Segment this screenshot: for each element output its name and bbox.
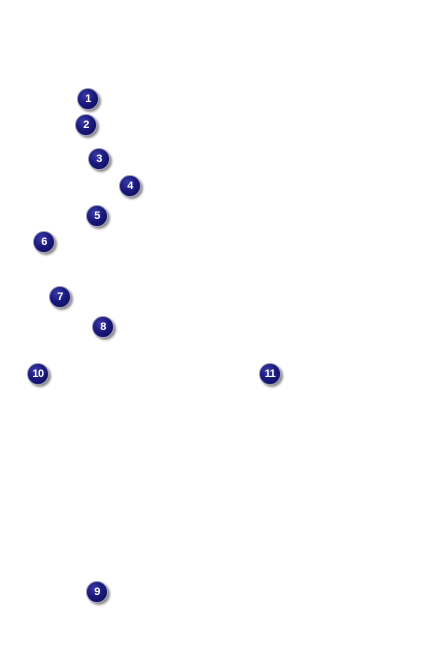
callout-marker-6: 6 — [33, 231, 55, 253]
callout-marker-2: 2 — [75, 114, 97, 136]
callout-marker-5: 5 — [86, 205, 108, 227]
callout-marker-8: 8 — [92, 316, 114, 338]
callout-marker-9: 9 — [86, 581, 108, 603]
callout-marker-10: 10 — [27, 363, 49, 385]
callout-marker-11: 11 — [259, 363, 281, 385]
callout-marker-7: 7 — [49, 286, 71, 308]
callout-marker-3: 3 — [88, 148, 110, 170]
callout-marker-1: 1 — [77, 88, 99, 110]
callout-marker-4: 4 — [119, 175, 141, 197]
